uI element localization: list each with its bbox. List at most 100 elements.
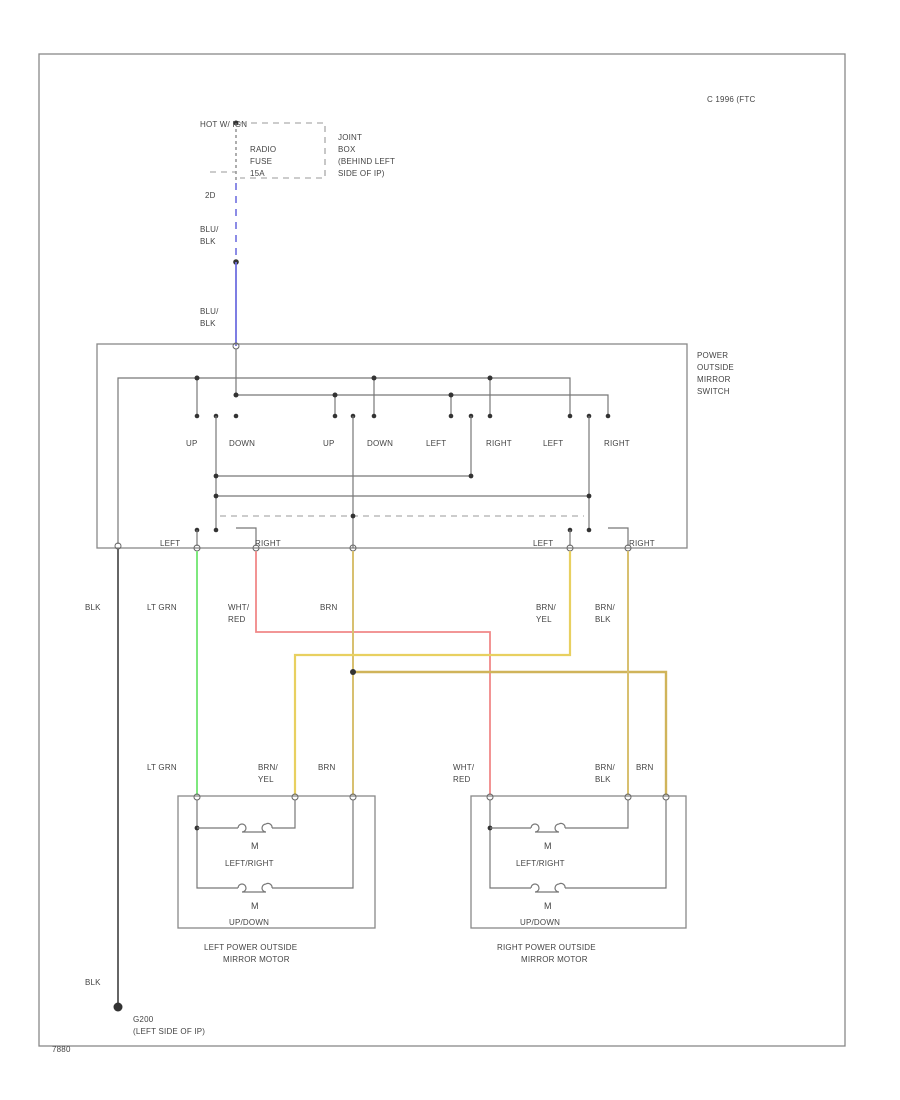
left-lr-label: LEFT/RIGHT (225, 859, 274, 868)
brn-label-bottom: BRN (318, 763, 336, 772)
feed-top-label-2: BLK (200, 237, 216, 246)
term-right-2: RIGHT (629, 539, 655, 548)
tap-node-6 (448, 392, 454, 398)
switch-title-2: OUTSIDE (697, 363, 734, 372)
feed-bottom-label-2: BLK (200, 319, 216, 328)
contact-7 (448, 413, 454, 419)
pos-right-2: RIGHT (604, 439, 630, 448)
joint-box-label-4: SIDE OF IP) (338, 169, 385, 178)
contact-row-top (194, 413, 611, 419)
joint-box-outline (240, 122, 326, 179)
brn-splice-wire (353, 670, 668, 795)
left-lr-lead-b (272, 800, 296, 829)
fuse-label-3: 15A (250, 169, 265, 178)
left-motor-box (177, 795, 376, 929)
pos-left-1: LEFT (426, 439, 446, 448)
right-motor-title-1: RIGHT POWER OUTSIDE (497, 943, 596, 952)
pos-right-1: RIGHT (486, 439, 512, 448)
left-mirror-motor: M M LEFT/RIGHT UP/DOWN LEFT POWER OUTSID… (177, 793, 376, 964)
switch-box (96, 343, 688, 549)
brn-label-top: BRN (320, 603, 338, 612)
tap-node-4 (233, 392, 239, 398)
right-motor-title-2: MIRROR MOTOR (521, 955, 588, 964)
brn-right-label-bottom: BRN (636, 763, 654, 772)
contact-b4 (586, 527, 592, 533)
brn-yel-label-top-1: BRN/ (536, 603, 556, 612)
fuse-block: HOT W/ IGN RADIO FUSE 15A JOINT BOX (BEH… (200, 120, 395, 200)
wht-red-label-top-1: WHT/ (228, 603, 250, 612)
brn-yel-label-bottom-1: BRN/ (258, 763, 278, 772)
diagram-frame (38, 53, 846, 1047)
stub-4 (608, 527, 629, 546)
pos-up-2: UP (323, 439, 335, 448)
brn-splice-node (350, 669, 356, 675)
left-motor-title-1: LEFT POWER OUTSIDE (204, 943, 297, 952)
switch-title-3: MIRROR (697, 375, 731, 384)
pos-down-1: DOWN (229, 439, 255, 448)
pos-down-2: DOWN (367, 439, 393, 448)
switch-ground-bus (117, 377, 571, 544)
feed-top-label-1: BLU/ (200, 225, 219, 234)
link-node-1 (213, 473, 219, 479)
term-right-1: RIGHT (255, 539, 281, 548)
left-ud-motor-icon (237, 882, 273, 893)
diagram-id: C 1996 (FTC (707, 95, 755, 104)
tap-node-2 (371, 375, 377, 381)
pos-left-2: LEFT (543, 439, 563, 448)
mirror-switch: POWER OUTSIDE MIRROR SWITCH (96, 342, 734, 552)
right-lr-motor-symbol: M (544, 841, 552, 851)
contact-12 (605, 413, 611, 419)
switch-title-4: SWITCH (697, 387, 730, 396)
wht-red-wire (255, 551, 491, 795)
left-lr-motor-symbol: M (251, 841, 259, 851)
fuse-terminal-label: 2D (205, 191, 216, 200)
tap-node-5 (332, 392, 338, 398)
right-lr-motor-icon (530, 822, 566, 833)
feed-bottom-label-1: BLU/ (200, 307, 219, 316)
tap-node-3 (487, 375, 493, 381)
right-ud-label: UP/DOWN (520, 918, 560, 927)
contact-1 (194, 413, 200, 419)
joint-box-label-2: BOX (338, 145, 356, 154)
contact-6 (371, 413, 377, 419)
joint-box-label-3: (BEHIND LEFT (338, 157, 395, 166)
left-ud-lead (272, 800, 354, 889)
ground-location: (LEFT SIDE OF IP) (133, 1027, 205, 1036)
fuse-label-1: RADIO (250, 145, 276, 154)
right-motor-box (470, 795, 687, 929)
term-left-1: LEFT (160, 539, 180, 548)
brn-yel-wire (293, 551, 572, 795)
switch-power-bus (235, 349, 609, 414)
left-ud-motor-symbol: M (251, 901, 259, 911)
lt-grn-label-top: LT GRN (147, 603, 177, 612)
link-node-2 (468, 473, 474, 479)
right-ud-motor-symbol: M (544, 901, 552, 911)
right-motor-common (489, 800, 531, 889)
brn-yel-label-top-2: YEL (536, 615, 552, 624)
hot-label: HOT W/ IGN (200, 120, 247, 129)
switch-title-1: POWER (697, 351, 728, 360)
link-node-3 (213, 493, 219, 499)
lt-grn-label-bottom: LT GRN (147, 763, 177, 772)
stub-3 (236, 527, 257, 546)
link-node-4 (586, 493, 592, 499)
contact-9 (487, 413, 493, 419)
wht-red-label-bottom-2: RED (453, 775, 471, 784)
contact-3 (233, 413, 239, 419)
ground-point-icon (113, 1002, 123, 1012)
wht-red-label-bottom-1: WHT/ (453, 763, 475, 772)
brn-blk-label-top-1: BRN/ (595, 603, 615, 612)
term-left-2: LEFT (533, 539, 553, 548)
ground-label: BLK (85, 603, 101, 612)
right-lr-label: LEFT/RIGHT (516, 859, 565, 868)
pos-up-1: UP (186, 439, 198, 448)
right-lr-lead-b (565, 800, 629, 829)
right-ud-motor-icon (530, 882, 566, 893)
brn-blk-label-bottom-1: BRN/ (595, 763, 615, 772)
right-mirror-motor: M M LEFT/RIGHT UP/DOWN RIGHT POWER OUTSI… (470, 793, 687, 964)
left-motor-common (196, 800, 238, 889)
ground-id: G200 (133, 1015, 154, 1024)
tap-node-1 (194, 375, 200, 381)
joint-box-label-1: JOINT (338, 133, 362, 142)
